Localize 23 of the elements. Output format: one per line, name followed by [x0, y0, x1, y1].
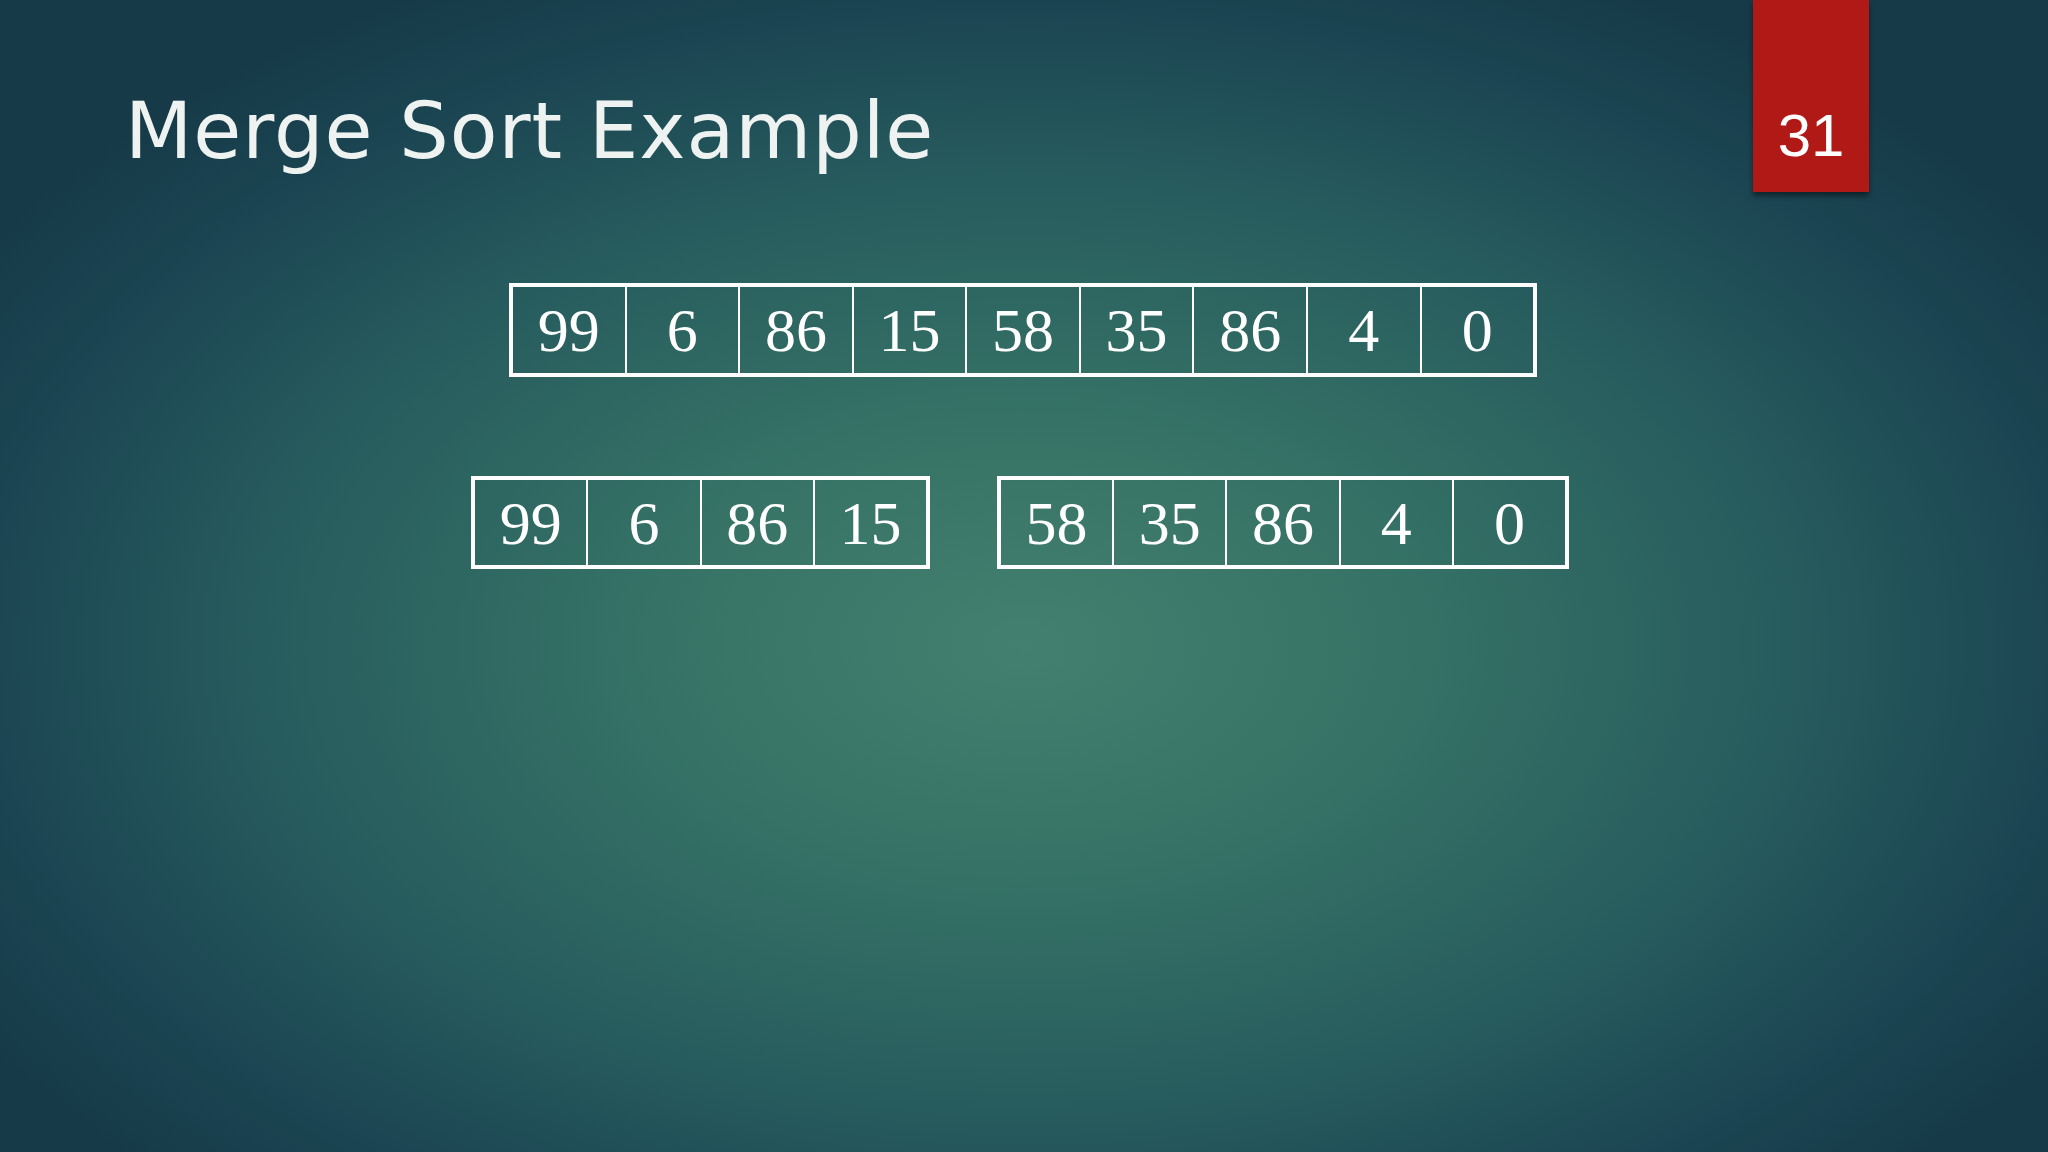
- slide-number-tab: 31: [1753, 0, 1869, 192]
- array-cell: 15: [851, 287, 966, 373]
- array-cell: 35: [1078, 287, 1193, 373]
- array-cell: 86: [738, 287, 852, 373]
- array-cell: 86: [1192, 287, 1306, 373]
- array-box: [509, 283, 1537, 377]
- array-cell: 58: [1001, 480, 1113, 565]
- array-cell: 99: [513, 287, 625, 373]
- array-cell: 4: [1305, 287, 1420, 373]
- array-cell: 99: [475, 480, 587, 565]
- array-cell: 4: [1338, 480, 1452, 565]
- array-box: [997, 476, 1569, 569]
- array-cell: 86: [1225, 480, 1339, 565]
- array-cell: 0: [1451, 480, 1565, 565]
- array-cell: 35: [1112, 480, 1226, 565]
- array-box: [471, 476, 930, 569]
- array-cell: 15: [812, 480, 926, 565]
- array-cell: 86: [699, 480, 813, 565]
- array-cell: 6: [586, 480, 700, 565]
- array-cell: 58: [965, 287, 1079, 373]
- array-cell: 6: [624, 287, 739, 373]
- array-cell: 0: [1419, 287, 1534, 373]
- slide-title: Merge Sort Example: [125, 85, 935, 178]
